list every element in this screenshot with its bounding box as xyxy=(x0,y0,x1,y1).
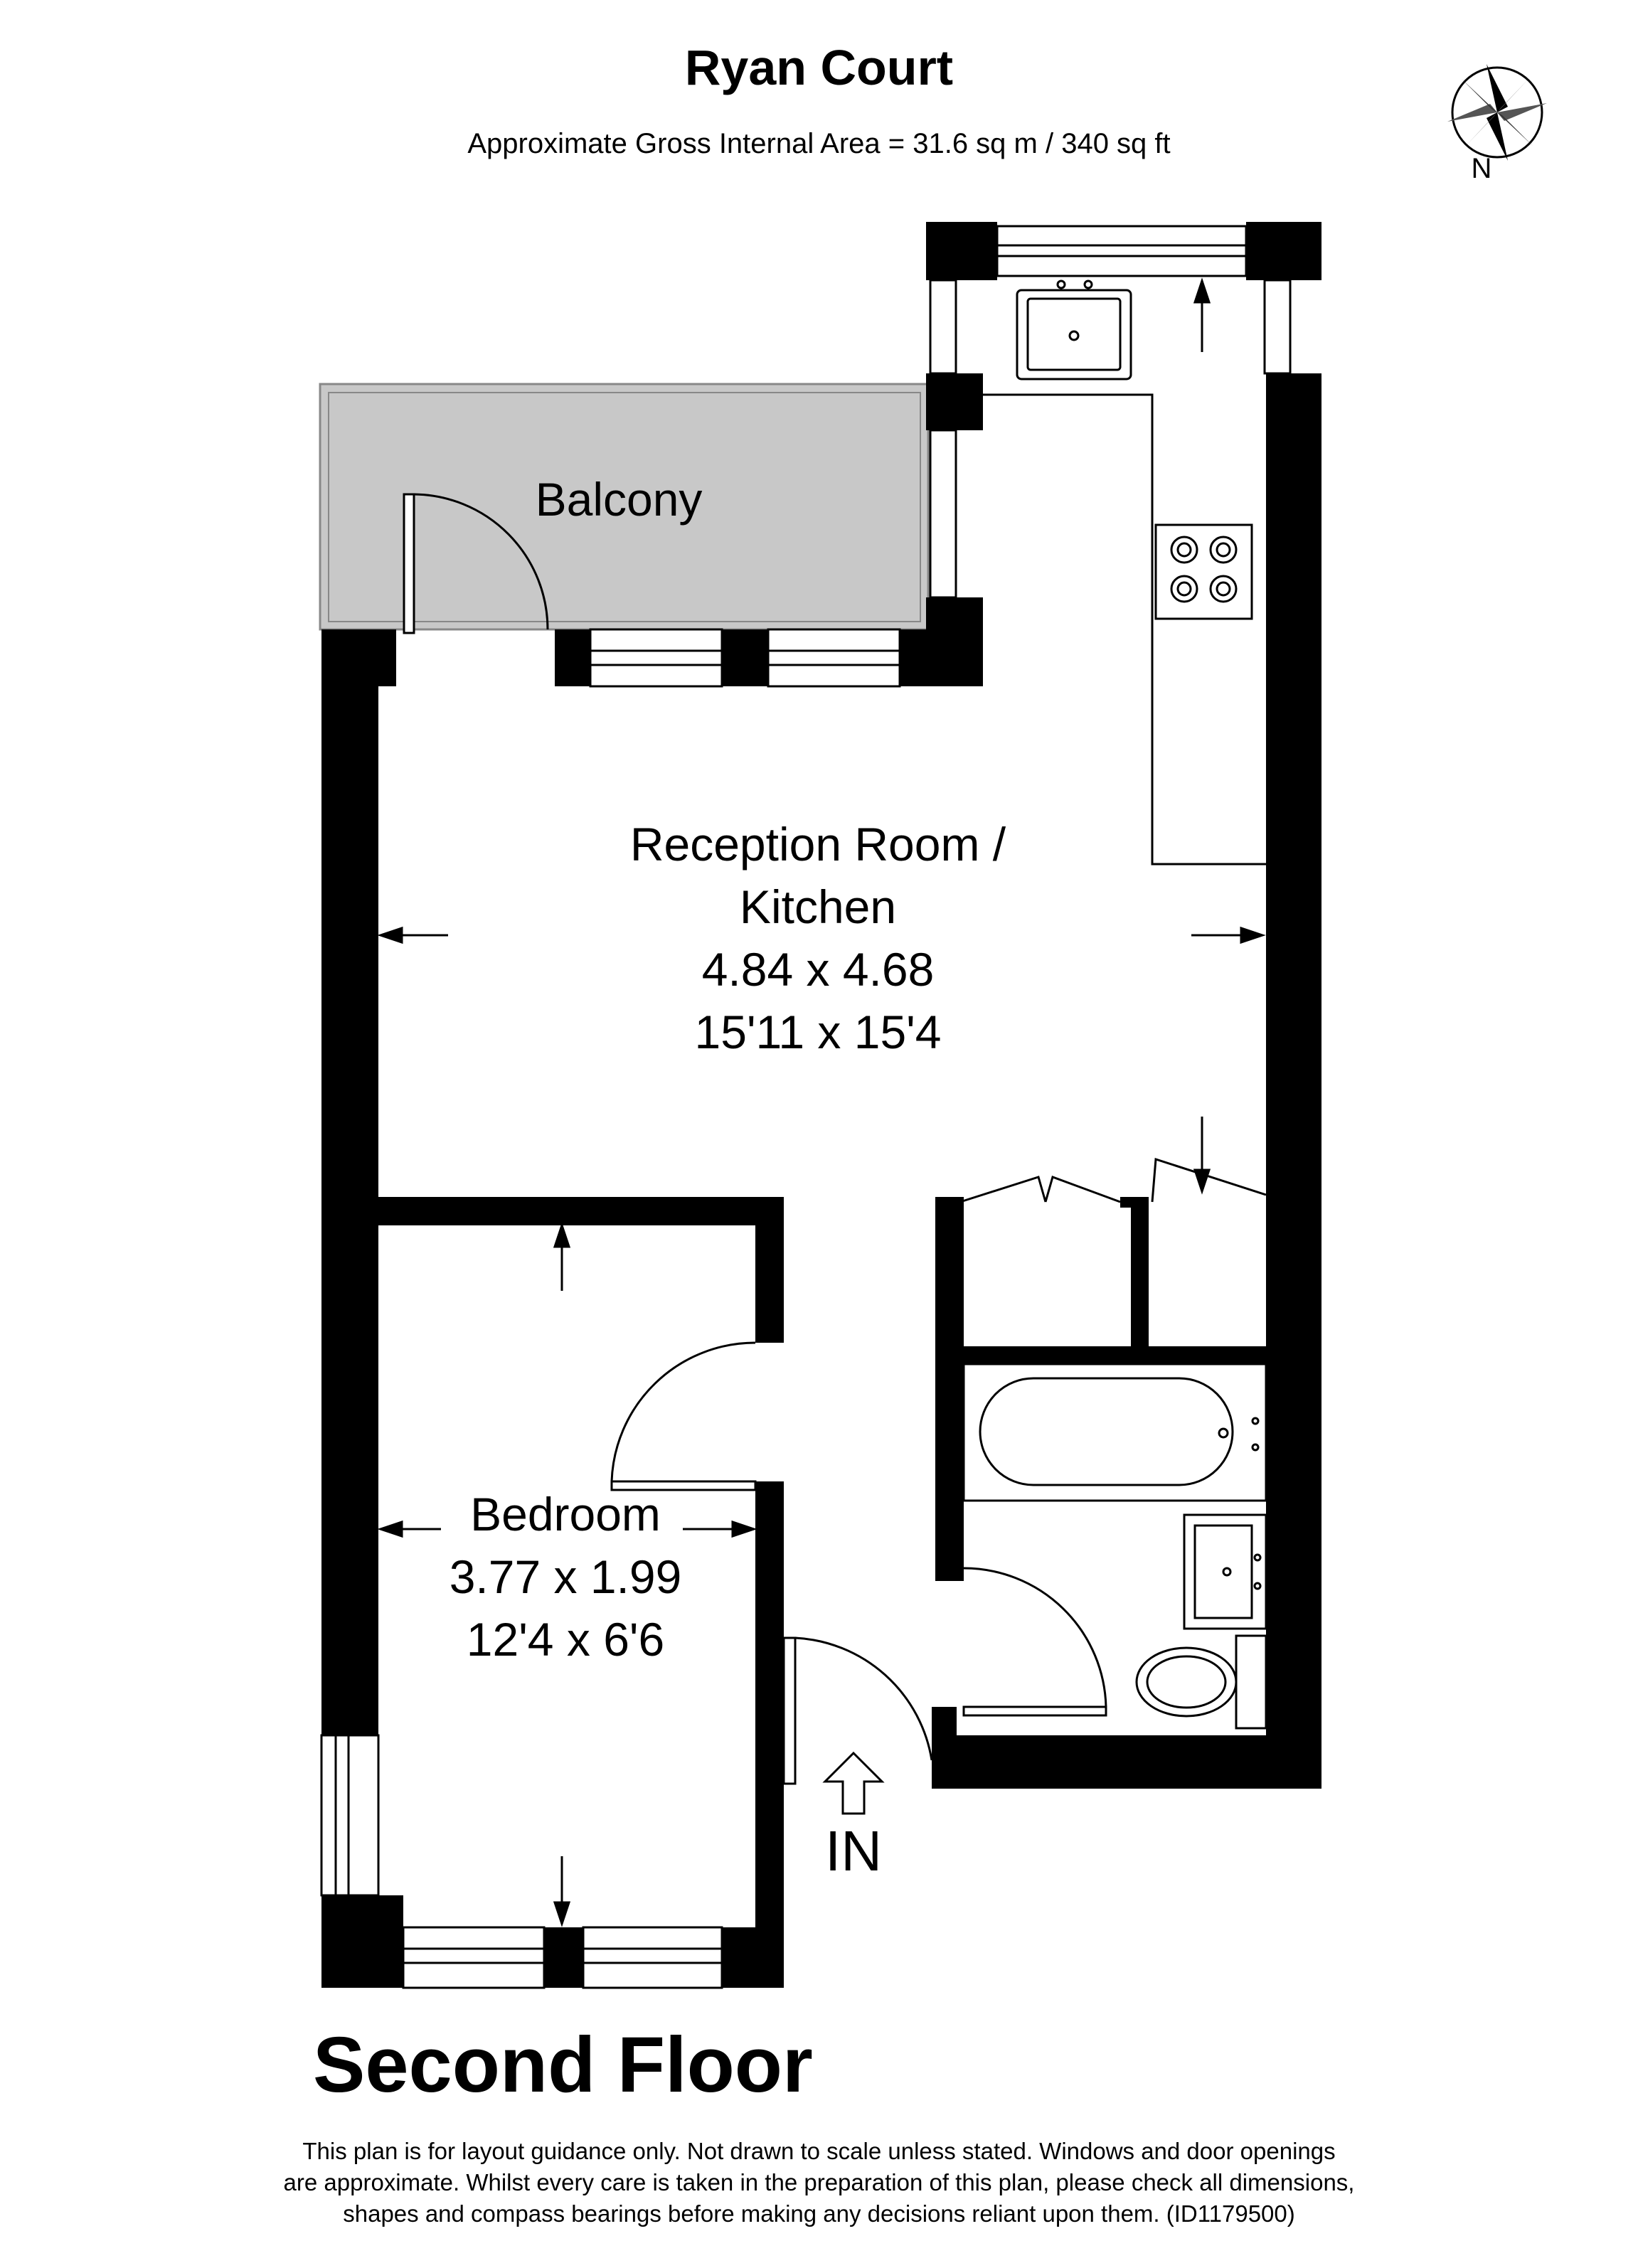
toilet-icon xyxy=(1135,1634,1267,1730)
hob-icon xyxy=(1154,523,1253,620)
balcony-label: Balcony xyxy=(536,473,703,526)
reception-dims-metric: 4.84 x 4.68 xyxy=(702,943,935,996)
compass-rose-icon xyxy=(1447,64,1547,161)
dimension-arrows xyxy=(377,277,1266,1927)
disclaimer-line-3: shapes and compass bearings before makin… xyxy=(343,2200,1295,2227)
bedroom-dims-imperial: 12'4 x 6'6 xyxy=(467,1613,664,1666)
disclaimer-line-2: are approximate. Whilst every care is ta… xyxy=(283,2169,1355,2195)
disclaimer: This plan is for layout guidance only. N… xyxy=(0,2136,1638,2230)
sink-icon xyxy=(1016,279,1132,380)
balcony-area xyxy=(319,383,930,631)
reception-dims-imperial: 15'11 x 15'4 xyxy=(695,1006,942,1058)
kitchen-counter xyxy=(983,393,1266,866)
compass-north-label: N xyxy=(1472,153,1492,184)
area-subtitle: Approximate Gross Internal Area = 31.6 s… xyxy=(467,128,1171,159)
walls xyxy=(321,222,1321,1988)
reception-name-line2: Kitchen xyxy=(740,880,896,933)
plan-title: Ryan Court xyxy=(684,40,954,95)
bathtub-icon xyxy=(962,1363,1267,1502)
reception-name-line1: Reception Room / xyxy=(630,818,1006,871)
floor-label: Second Floor xyxy=(313,2021,813,2109)
doors xyxy=(403,493,1267,1785)
entrance-arrow-icon xyxy=(822,1751,885,1815)
entrance-label: IN xyxy=(825,1819,882,1883)
disclaimer-line-1: This plan is for layout guidance only. N… xyxy=(302,2138,1336,2164)
windows xyxy=(320,225,1292,1989)
basin-icon xyxy=(1183,1513,1267,1630)
bedroom-name: Bedroom xyxy=(470,1488,661,1540)
bedroom-dims-metric: 3.77 x 1.99 xyxy=(450,1550,682,1603)
